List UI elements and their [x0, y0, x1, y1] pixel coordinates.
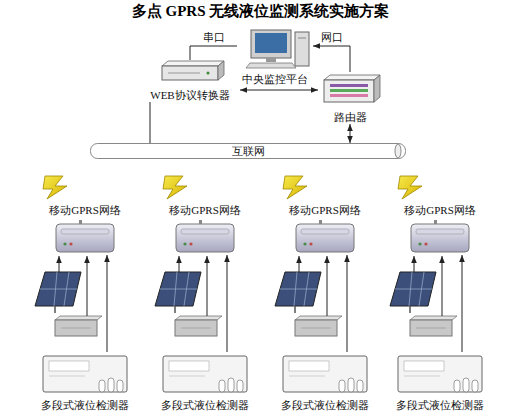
connector	[240, 90, 318, 91]
node-label: 移动GPRS网络	[49, 203, 121, 217]
computer-figure	[246, 30, 309, 68]
level-sensor-node: 多段式液位检测器	[392, 352, 488, 412]
connector	[107, 255, 108, 352]
connector	[190, 46, 237, 60]
connector	[150, 102, 151, 143]
connector	[347, 255, 348, 352]
node-label: 移动GPRS网络	[404, 203, 476, 217]
node-label: WEB协议转换器	[150, 88, 229, 102]
diagram-title: 多点 GPRS 无线液位监测系统实施方案	[0, 2, 521, 20]
internet-bar: 互联网	[90, 143, 406, 159]
converter-node: WEB协议转换器	[140, 60, 240, 102]
node-label: 互联网	[232, 144, 265, 158]
connector	[462, 255, 463, 352]
level-sensor-node: 多段式液位检测器	[37, 352, 133, 412]
node-label: 路由器	[334, 110, 367, 124]
connector	[227, 255, 228, 352]
gprs-dtu-node: 移动GPRS网络	[45, 203, 125, 255]
node-label: 多段式液位检测器	[41, 398, 129, 412]
field-station-figure	[35, 176, 127, 392]
cylinder-end	[395, 144, 401, 158]
node-label: 多段式液位检测器	[281, 398, 369, 412]
gprs-dtu-node: 移动GPRS网络	[165, 203, 245, 255]
level-sensor-node: 多段式液位检测器	[157, 352, 253, 412]
field-station-figure	[390, 176, 482, 392]
cylinder-body	[91, 144, 406, 159]
node-label: 多段式液位检测器	[396, 398, 484, 412]
router-figure	[324, 75, 380, 102]
connector	[350, 124, 351, 143]
node-label: 多段式液位检测器	[161, 398, 249, 412]
gprs-dtu-node: 移动GPRS网络	[285, 203, 365, 255]
node-label: 中央监控平台	[242, 72, 308, 86]
connector	[313, 46, 350, 72]
field-station-figure	[155, 176, 247, 392]
edge-label: 串口	[202, 31, 226, 44]
level-sensor-node: 多段式液位检测器	[277, 352, 373, 412]
computer-node: 中央监控平台	[237, 28, 313, 86]
field-station-figure	[275, 176, 367, 392]
edge-label: 网口	[320, 31, 344, 44]
gprs-dtu-node: 移动GPRS网络	[400, 203, 480, 255]
node-label: 移动GPRS网络	[289, 203, 361, 217]
router-node: 路由器	[318, 72, 382, 124]
converter-figure	[162, 61, 224, 80]
node-label: 移动GPRS网络	[169, 203, 241, 217]
